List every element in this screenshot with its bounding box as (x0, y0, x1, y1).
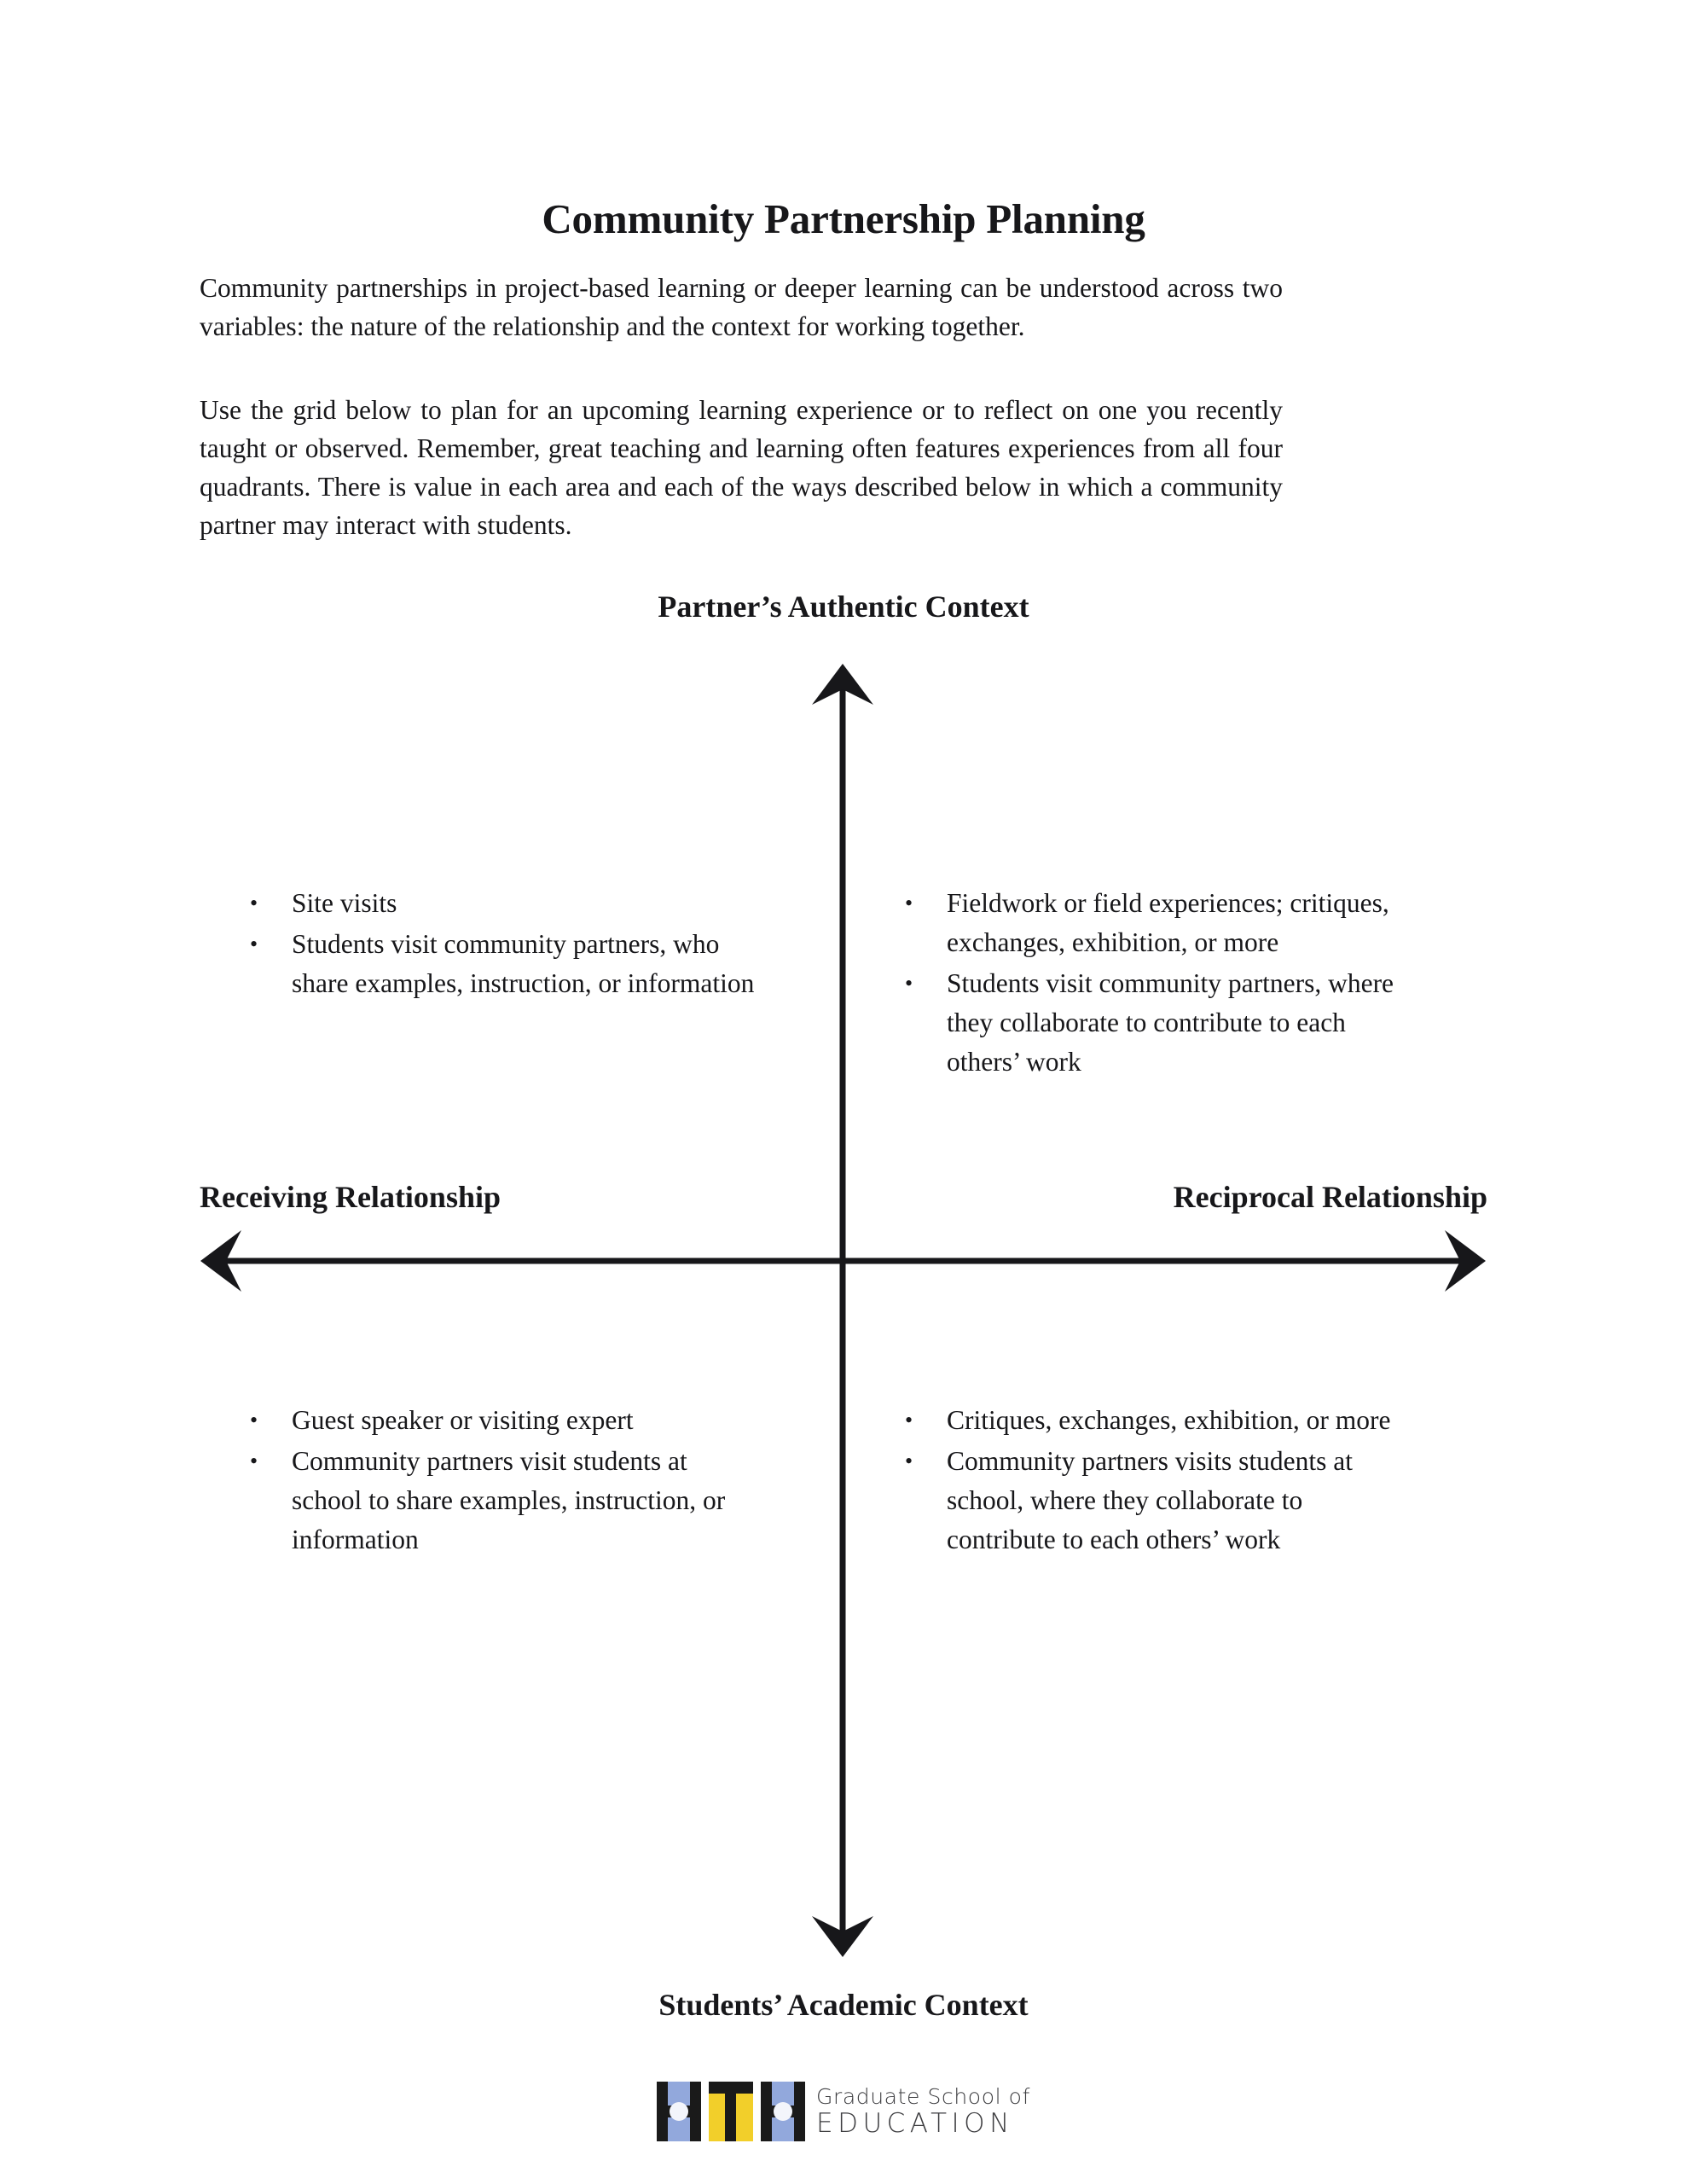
list-item: Site visits (243, 884, 755, 923)
list-item: Fieldwork or field experiences; critique… (898, 884, 1418, 962)
list-item: Critiques, exchanges, exhibition, or mor… (898, 1401, 1410, 1440)
intro-paragraph-1: Community partnerships in project-based … (200, 273, 1283, 341)
axis-arrow-up (812, 664, 873, 705)
logo-wordmark: Graduate School of EDUCATION (816, 2086, 1030, 2137)
axis-label-bottom: Students’ Academic Context (658, 1988, 1029, 2022)
axis-arrow-left (200, 1230, 241, 1292)
axis-arrow-right (1445, 1230, 1486, 1292)
quadrant-bottom-left: Guest speaker or visiting expert Communi… (243, 1401, 763, 1561)
hth-logo-icon (657, 2082, 805, 2141)
list-item: Students visit community partners, who s… (243, 925, 755, 1003)
quadrant-top-right-list: Fieldwork or field experiences; critique… (898, 884, 1418, 1082)
list-item: Community partners visit students at sch… (243, 1442, 763, 1560)
list-item: Students visit community partners, where… (898, 964, 1418, 1082)
list-item: Guest speaker or visiting expert (243, 1401, 763, 1440)
axis-label-top: Partner’s Authentic Context (658, 590, 1029, 624)
quadrant-bottom-right: Critiques, exchanges, exhibition, or mor… (898, 1401, 1410, 1561)
logo-wordmark-line-2: EDUCATION (816, 2108, 1014, 2139)
intro-paragraph-2: Use the grid below to plan for an upcomi… (200, 395, 1283, 540)
quadrant-top-left-list: Site visits Students visit community par… (243, 884, 755, 1003)
quadrant-top-left: Site visits Students visit community par… (243, 884, 755, 1005)
axis-arrow-down (812, 1916, 873, 1957)
axis-label-left: Receiving Relationship (200, 1180, 501, 1214)
axis-label-right: Reciprocal Relationship (1173, 1180, 1487, 1214)
logo-wordmark-line-1: Graduate School of (816, 2084, 1030, 2109)
page-title: Community Partnership Planning (542, 195, 1145, 242)
footer-logo: Graduate School of EDUCATION (0, 2082, 1687, 2141)
quadrant-bottom-left-list: Guest speaker or visiting expert Communi… (243, 1401, 763, 1560)
quadrant-top-right: Fieldwork or field experiences; critique… (898, 884, 1418, 1083)
list-item: Community partners visits students at sc… (898, 1442, 1410, 1560)
quadrant-bottom-right-list: Critiques, exchanges, exhibition, or mor… (898, 1401, 1410, 1560)
